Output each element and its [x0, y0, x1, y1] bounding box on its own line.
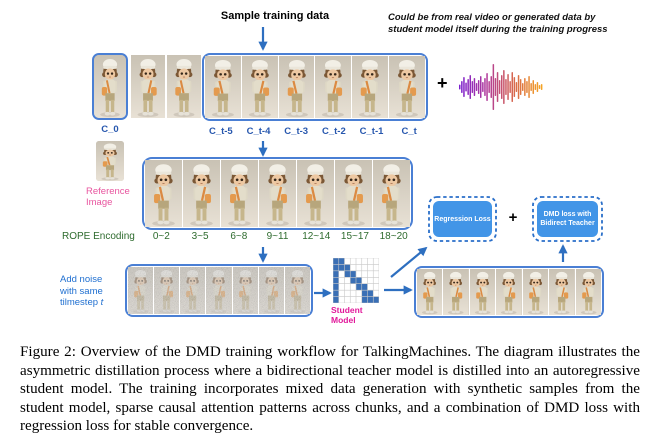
- video-frame: [259, 160, 296, 227]
- video-frame: [206, 267, 232, 314]
- student-label-line1: Student: [331, 305, 363, 315]
- video-frame: [389, 56, 425, 118]
- note-line-1: Could be from real video or generated da…: [388, 12, 596, 23]
- video-frame: [180, 267, 206, 314]
- reference-image-label: Reference Image: [86, 186, 140, 208]
- c0-label: C_0: [101, 124, 119, 135]
- chunk-label: C_t-5: [208, 126, 233, 137]
- causal-attention-mask-icon: [333, 258, 379, 303]
- rope-range-label: 18~20: [379, 231, 408, 242]
- video-frame: [145, 160, 182, 227]
- video-frame: [183, 160, 220, 227]
- video-frame: [549, 269, 575, 315]
- frame-context-2: [167, 55, 201, 118]
- video-frame: [232, 267, 258, 314]
- audio-waveform-icon: [459, 64, 543, 110]
- denoised-chunk-group: [414, 266, 604, 318]
- chunk-label: C_t-4: [246, 126, 271, 137]
- video-frame: [352, 56, 389, 118]
- video-frame: [284, 267, 310, 314]
- rope-encoding-label: ROPE Encoding: [62, 231, 135, 242]
- video-frame: [417, 269, 443, 315]
- frame-context-1: [131, 55, 165, 118]
- video-frame: [205, 56, 241, 118]
- video-frame: [469, 269, 496, 315]
- rope-range-label: 0~2: [152, 231, 170, 242]
- add-noise-line3: tilmestep t: [60, 297, 104, 308]
- video-frame: [315, 56, 352, 118]
- rope-range-label: 15~17: [340, 231, 369, 242]
- sample-training-data-label: Sample training data: [220, 10, 330, 22]
- video-frame: [443, 269, 469, 315]
- regression-loss-label: Regression Loss: [433, 201, 492, 237]
- chunk-label: C_t: [401, 126, 417, 137]
- training-chunk-group: [202, 53, 428, 121]
- chunk-label: C_t-1: [359, 126, 384, 137]
- chunk-label: C_t-2: [321, 126, 346, 137]
- video-frame: [575, 269, 601, 315]
- video-frame: [128, 267, 154, 314]
- video-frame: [278, 56, 315, 118]
- video-frame: [335, 160, 372, 227]
- note-line-2: student model itself during the training…: [388, 23, 608, 35]
- video-frame: [241, 56, 278, 118]
- chunk-labels: C_t-5 C_t-4 C_t-3 C_t-2 C_t-1 C_t: [202, 126, 428, 137]
- video-frame: [522, 269, 549, 315]
- rope-encoded-chunk-group: [142, 157, 413, 230]
- frame-c0: [92, 53, 128, 120]
- video-frame: [373, 160, 410, 227]
- reference-label-line1: Reference: [86, 186, 130, 197]
- plus-sign-video-audio: +: [437, 73, 448, 93]
- rope-range-label: 6~8: [230, 231, 248, 242]
- chunk-label: C_t-3: [284, 126, 309, 137]
- noisy-chunk-group: [125, 264, 313, 317]
- student-model-label: Student Model: [331, 305, 383, 325]
- reference-label-line2: Image: [86, 197, 113, 208]
- figure-caption: Figure 2: Overview of the DMD training w…: [20, 344, 640, 435]
- add-noise-label: Add noise with same tilmestep t: [60, 274, 122, 309]
- student-label-line2: Model: [331, 315, 356, 325]
- video-frame: [154, 267, 180, 314]
- note-text: Could be from real video or generated da…: [388, 12, 648, 35]
- video-frame: [297, 160, 334, 227]
- add-noise-line2: with same: [60, 285, 103, 297]
- reference-image: [96, 141, 124, 181]
- plus-sign-losses: +: [508, 209, 518, 226]
- video-frame: [496, 269, 522, 315]
- video-frame: [221, 160, 258, 227]
- regression-loss-box: Regression Loss: [428, 196, 497, 242]
- rope-range-label: 12~14: [302, 231, 331, 242]
- rope-range-label: 9~11: [266, 231, 289, 242]
- rope-ranges: 0~2 3~5 6~8 9~11 12~14 15~17 18~20: [142, 231, 413, 242]
- add-noise-line1: Add noise: [60, 274, 103, 285]
- video-frame: [258, 267, 284, 314]
- rope-range-label: 3~5: [191, 231, 209, 242]
